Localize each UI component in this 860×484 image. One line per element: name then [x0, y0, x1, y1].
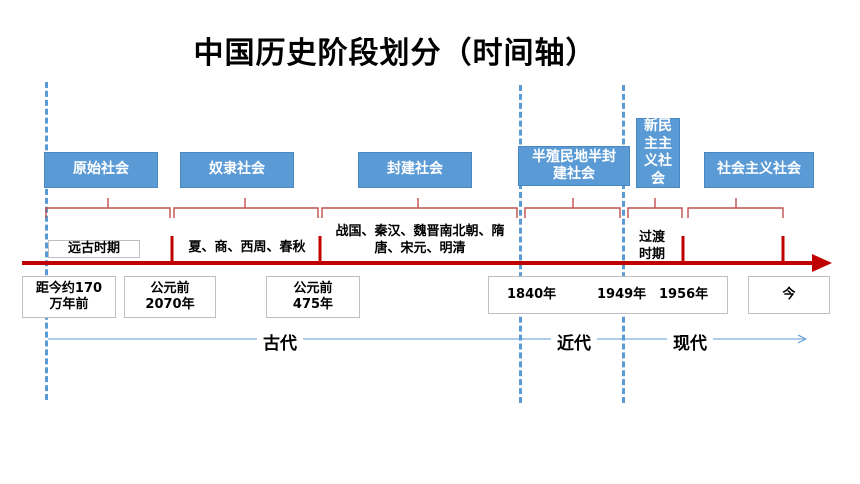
segment-transition: 过渡时期	[638, 230, 665, 262]
segment-xia-to-spring: 夏、商、西周、春秋	[188, 240, 306, 255]
period-primitive-society: 原始社会	[44, 152, 158, 188]
date-now: 今	[748, 276, 830, 314]
brace-new-democratic	[627, 198, 683, 218]
period-new-democratic-society: 新民主主义社会	[636, 118, 680, 188]
period-semi-colonial-society: 半殖民地半封建社会	[518, 146, 630, 186]
separator-1949	[622, 85, 625, 403]
brace-semi-colonial	[524, 198, 621, 218]
period-slave-society: 奴隶社会	[180, 152, 294, 188]
date-1949: 1949年	[597, 286, 647, 302]
era-arrowhead	[797, 334, 808, 344]
segment-warring-to-qing: 战国、秦汉、魏晋南北朝、隋唐、宋元、明清	[335, 224, 505, 256]
era-ancient: 古代	[257, 329, 303, 354]
brace-socialist	[687, 198, 784, 218]
separator-ancient-start	[45, 82, 48, 400]
separator-1840	[519, 85, 522, 403]
era-modern: 近代	[551, 329, 597, 354]
brace-primitive	[45, 198, 171, 218]
date-group-modern: 1840年 1949年 1956年	[488, 276, 728, 314]
page-title: 中国历史阶段划分（时间轴）	[193, 36, 597, 71]
segment-remote-ancient: 远古时期	[48, 240, 140, 258]
date-2070bc: 公元前2070年	[124, 276, 216, 318]
brace-feudal	[321, 198, 518, 218]
date-1956: 1956年	[659, 286, 709, 302]
date-1840: 1840年	[507, 286, 557, 302]
brace-slavery	[173, 198, 319, 218]
era-contemporary: 现代	[667, 329, 713, 354]
date-170-million: 距今约170万年前	[22, 276, 116, 318]
date-475bc: 公元前475年	[266, 276, 360, 318]
period-socialist-society: 社会主义社会	[704, 152, 814, 188]
timeline-arrowhead	[812, 254, 832, 272]
period-feudal-society: 封建社会	[358, 152, 472, 188]
